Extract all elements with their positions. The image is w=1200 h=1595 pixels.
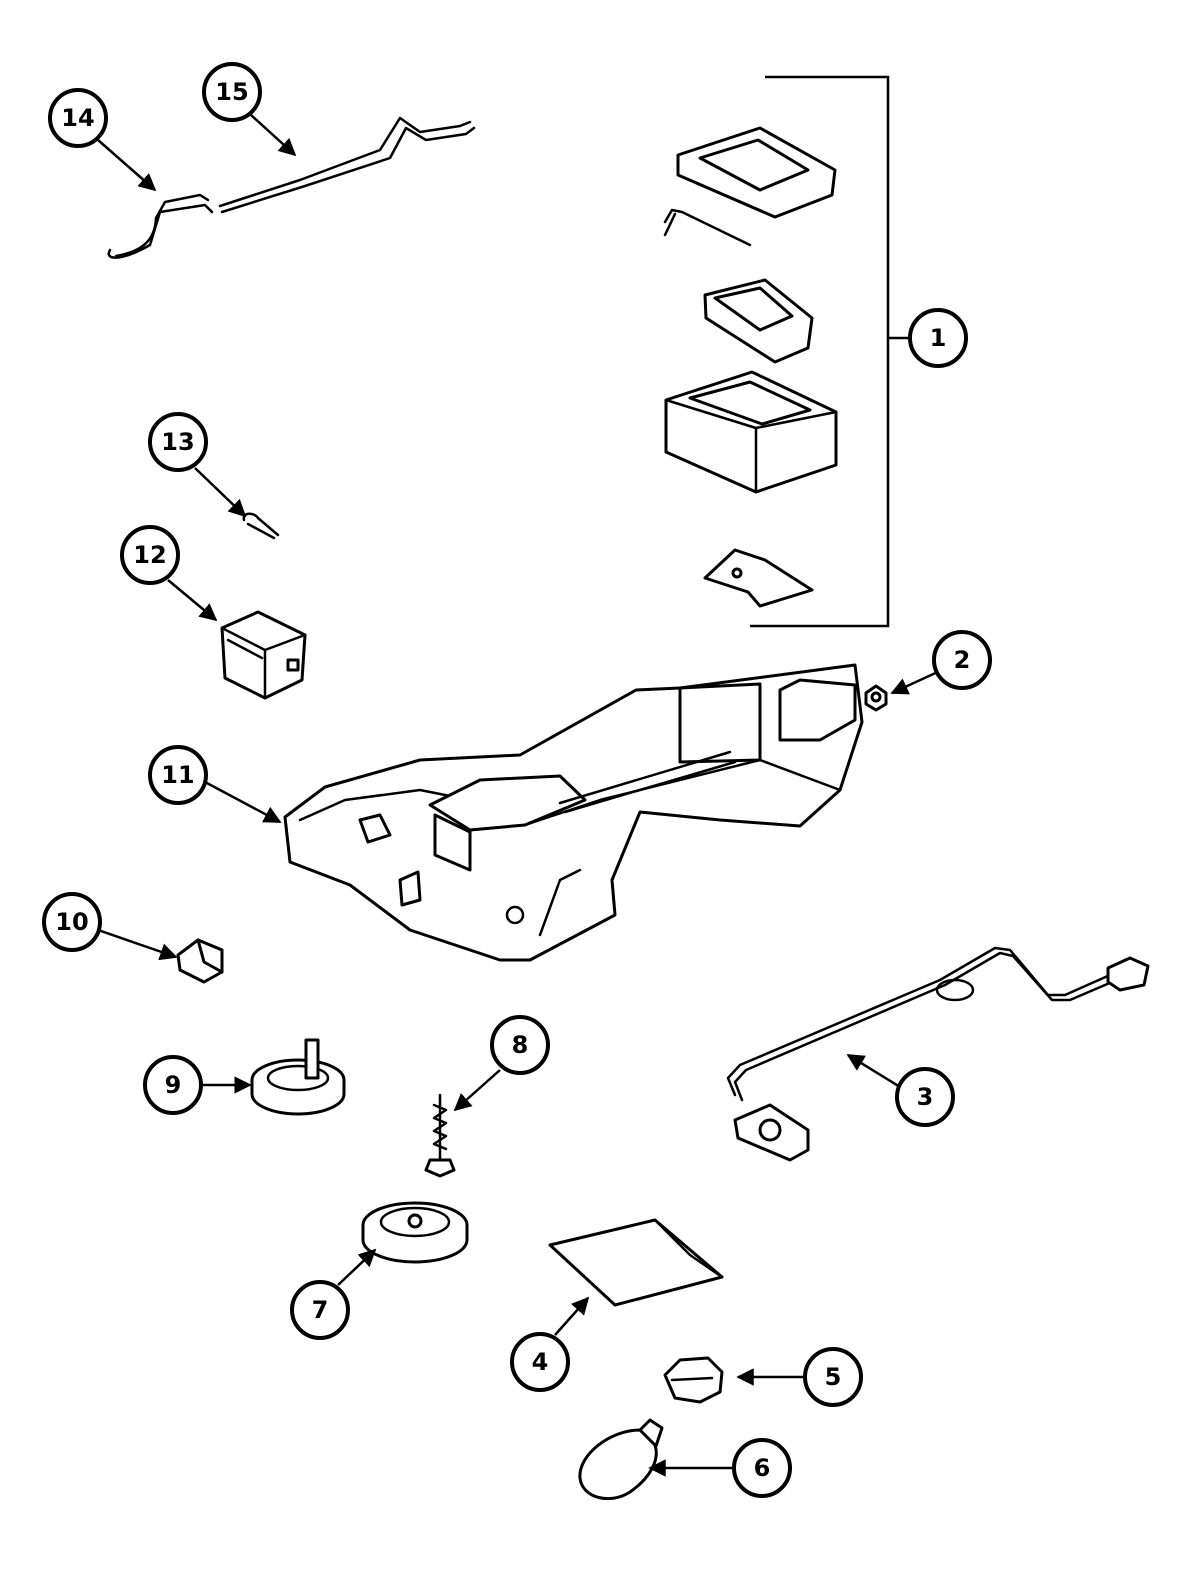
leader-3 xyxy=(846,1053,906,1092)
callout-11: 11 xyxy=(148,745,208,805)
callout-15: 15 xyxy=(202,62,262,122)
callout-7-label: 7 xyxy=(312,1296,329,1324)
callout-8-label: 8 xyxy=(512,1031,529,1059)
callout-13: 13 xyxy=(148,412,208,472)
part-14-rod xyxy=(107,193,214,259)
part-2-nut xyxy=(864,684,888,712)
callout-2-label: 2 xyxy=(954,646,971,674)
leader-13 xyxy=(194,467,247,518)
callout-14-label: 14 xyxy=(61,104,94,132)
leader-14 xyxy=(97,139,157,192)
leader-2 xyxy=(890,668,943,695)
leader-8 xyxy=(453,1069,501,1112)
callout-1: 1 xyxy=(908,308,968,368)
part-10-switch xyxy=(176,938,224,984)
leader-10 xyxy=(97,928,178,961)
part-1-kit-components xyxy=(663,126,838,608)
callout-3-label: 3 xyxy=(917,1083,934,1111)
part-8-screw xyxy=(424,1093,456,1178)
part-4-pad xyxy=(548,1218,724,1307)
callout-11-label: 11 xyxy=(161,761,194,789)
callout-12-label: 12 xyxy=(133,541,166,569)
callout-15-label: 15 xyxy=(215,78,248,106)
callout-10-label: 10 xyxy=(55,908,88,936)
callout-7: 7 xyxy=(290,1280,350,1340)
callout-3: 3 xyxy=(895,1067,955,1127)
callout-14: 14 xyxy=(48,88,108,148)
part-7-wheel xyxy=(361,1201,469,1264)
callout-10: 10 xyxy=(42,892,102,952)
part-11-housing xyxy=(283,663,864,962)
part-6-bulb xyxy=(578,1418,664,1501)
part-15-rod xyxy=(218,116,476,214)
part-12-motor xyxy=(220,610,307,700)
part-5-socket xyxy=(663,1356,724,1404)
callout-13-label: 13 xyxy=(161,428,194,456)
leader-12 xyxy=(167,579,218,622)
leader-7 xyxy=(337,1248,377,1286)
callout-5-label: 5 xyxy=(825,1363,842,1391)
callout-1-label: 1 xyxy=(930,324,947,352)
callout-4: 4 xyxy=(510,1332,570,1392)
part-3-wire-harness xyxy=(726,946,1150,1162)
part-13-pin xyxy=(242,512,280,540)
callout-12: 12 xyxy=(120,525,180,585)
callout-8: 8 xyxy=(490,1015,550,1075)
callout-9-label: 9 xyxy=(165,1071,182,1099)
leader-11 xyxy=(204,780,282,824)
part-1-kit-bracket xyxy=(750,75,910,628)
callout-9: 9 xyxy=(143,1055,203,1115)
callout-6: 6 xyxy=(732,1438,792,1498)
callout-2: 2 xyxy=(932,630,992,690)
leader-4 xyxy=(554,1296,590,1336)
callout-4-label: 4 xyxy=(532,1348,549,1376)
callout-6-label: 6 xyxy=(754,1454,771,1482)
part-9-wheel-shaft xyxy=(250,1038,346,1116)
callout-5: 5 xyxy=(803,1347,863,1407)
